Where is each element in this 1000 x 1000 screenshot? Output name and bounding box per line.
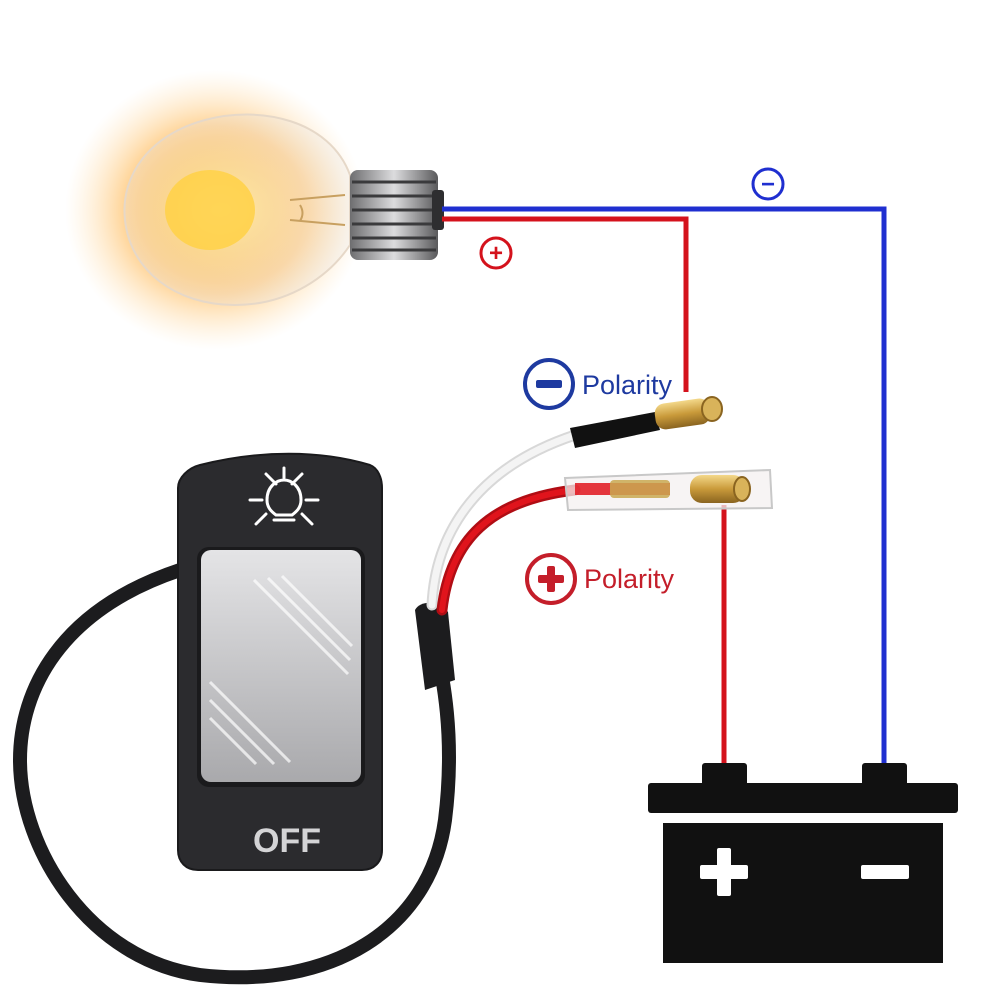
battery-terminal-positive [702, 763, 747, 789]
bullet-connector-negative [570, 396, 723, 448]
switch-state-label: OFF [253, 822, 321, 860]
battery-lid [648, 783, 958, 813]
headlight-icon [248, 466, 320, 526]
rocker-switch[interactable]: OFF [177, 452, 383, 871]
bullet-connector-positive [563, 468, 774, 512]
top-plus-symbol: + [479, 236, 513, 270]
battery-body [663, 823, 943, 963]
negative-polarity-text: Polarity [582, 370, 673, 400]
light-bulb [65, 70, 444, 350]
top-minus-symbol: − [751, 167, 785, 201]
top-minus-glyph: − [761, 171, 775, 198]
battery-terminal-negative [862, 763, 907, 789]
white-lead [426, 429, 581, 611]
negative-polarity-label: Polarity [523, 358, 673, 410]
positive-wire-bulb [442, 216, 689, 392]
switch-lead-sheath [415, 602, 455, 690]
red-lead [436, 484, 581, 616]
negative-wire [442, 206, 887, 766]
positive-polarity-label: Polarity [525, 553, 675, 605]
switch-black-cable-loop [12, 563, 457, 985]
rocker-paddle[interactable] [197, 547, 365, 787]
bulb-screw-base [350, 170, 444, 260]
bulb-filament [289, 194, 346, 226]
battery-plus-sign [700, 848, 748, 896]
top-plus-glyph: + [489, 240, 503, 267]
positive-polarity-text: Polarity [584, 564, 675, 594]
battery [648, 763, 958, 963]
battery-minus-sign [861, 865, 909, 879]
